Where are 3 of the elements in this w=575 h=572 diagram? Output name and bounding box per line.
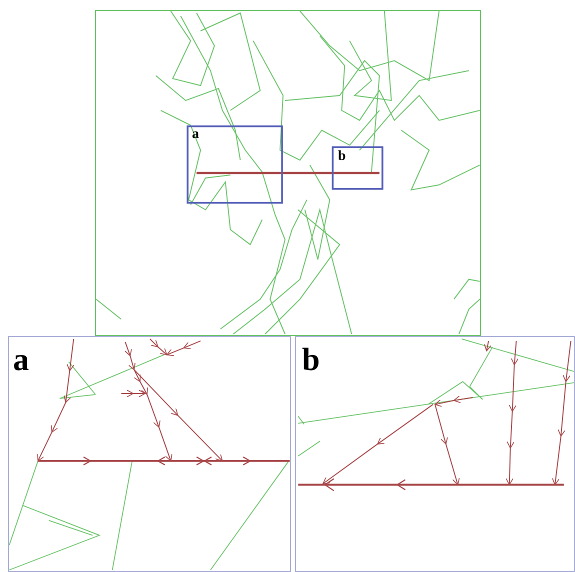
panel-label: b: [302, 343, 320, 375]
panel-label: a: [13, 343, 29, 375]
panel-label: b: [338, 150, 346, 164]
